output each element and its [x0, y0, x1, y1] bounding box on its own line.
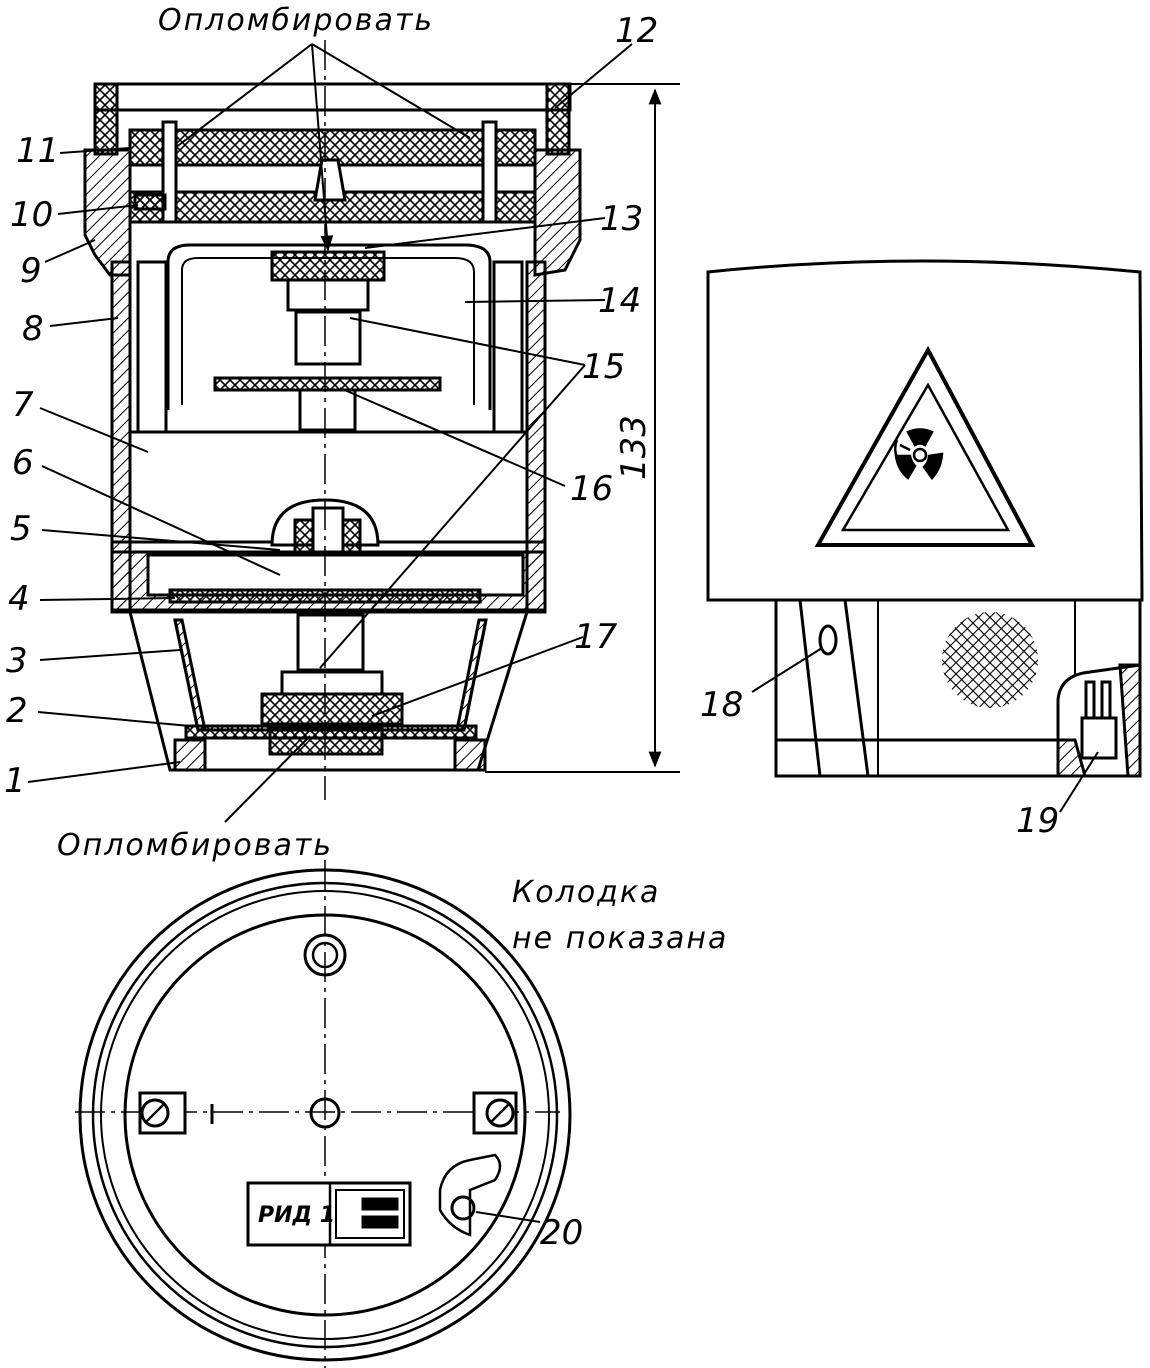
flange-right — [533, 148, 582, 277]
leader-20 — [475, 1211, 541, 1223]
lower-tube — [296, 613, 365, 672]
cup-3-wall-left — [173, 618, 207, 732]
lower-socket — [298, 388, 357, 432]
callout-5: 5 — [10, 509, 32, 549]
center-hole — [309, 1097, 341, 1129]
dimension-value: 133 — [614, 415, 654, 480]
seal-lug — [438, 1153, 502, 1237]
seal-hole-20 — [450, 1195, 476, 1221]
side-view — [706, 259, 1144, 778]
callout-7: 7 — [12, 385, 34, 425]
callout-8: 8 — [22, 309, 44, 349]
bottom-view — [75, 860, 572, 1368]
screw-right — [481, 120, 498, 224]
callout-2: 2 — [6, 691, 28, 731]
side-leaders — [751, 647, 1099, 813]
callout-9: 9 — [20, 251, 42, 291]
callout-19: 19 — [1016, 801, 1059, 841]
standoff-left — [136, 260, 168, 434]
plate-2 — [184, 724, 478, 740]
nameplate-text: РИД 1 — [258, 1203, 335, 1228]
callout-10: 10 — [10, 195, 53, 235]
socket — [286, 278, 370, 312]
callout-11: 11 — [16, 131, 59, 171]
cover-rim-right — [545, 82, 571, 156]
callout-17: 17 — [574, 617, 618, 657]
callout-leaders — [27, 43, 633, 783]
callout-12: 12 — [615, 11, 658, 51]
height-dimension — [485, 83, 680, 773]
callout-13: 13 — [600, 199, 643, 239]
detector-tube — [294, 310, 362, 366]
radiation-warning-icon — [894, 428, 944, 480]
mesh-grille-icon — [942, 612, 1038, 708]
callout-6: 6 — [12, 443, 34, 483]
contact-pin — [313, 158, 347, 202]
lower-skirt — [128, 611, 529, 772]
plate-16 — [213, 376, 442, 392]
callout-3: 3 — [6, 641, 28, 681]
callout-14: 14 — [598, 281, 641, 321]
callout-18: 18 — [700, 685, 743, 725]
callout-15: 15 — [582, 347, 625, 387]
cover-rim-left — [93, 82, 119, 156]
holder-17 — [260, 692, 404, 726]
top-cover — [93, 82, 572, 112]
block-caption-line1: Колодка — [512, 875, 660, 910]
flange-left — [83, 148, 132, 277]
callout-16: 16 — [570, 469, 613, 509]
callout-4: 4 — [8, 579, 30, 619]
spring-left — [133, 193, 167, 211]
callout-20: 20 — [540, 1213, 583, 1253]
section-view — [83, 40, 582, 800]
seal-caption-top: Опломбировать — [158, 3, 434, 38]
seal-leaders-top — [174, 43, 471, 823]
seal-hole-18 — [818, 624, 838, 656]
block-caption-line2: не показана — [512, 921, 728, 956]
seal-caption-bottom: Опломбировать — [57, 828, 333, 863]
top-hole — [303, 933, 347, 977]
holder-13 — [270, 250, 386, 282]
callout-1: 1 — [4, 761, 26, 801]
